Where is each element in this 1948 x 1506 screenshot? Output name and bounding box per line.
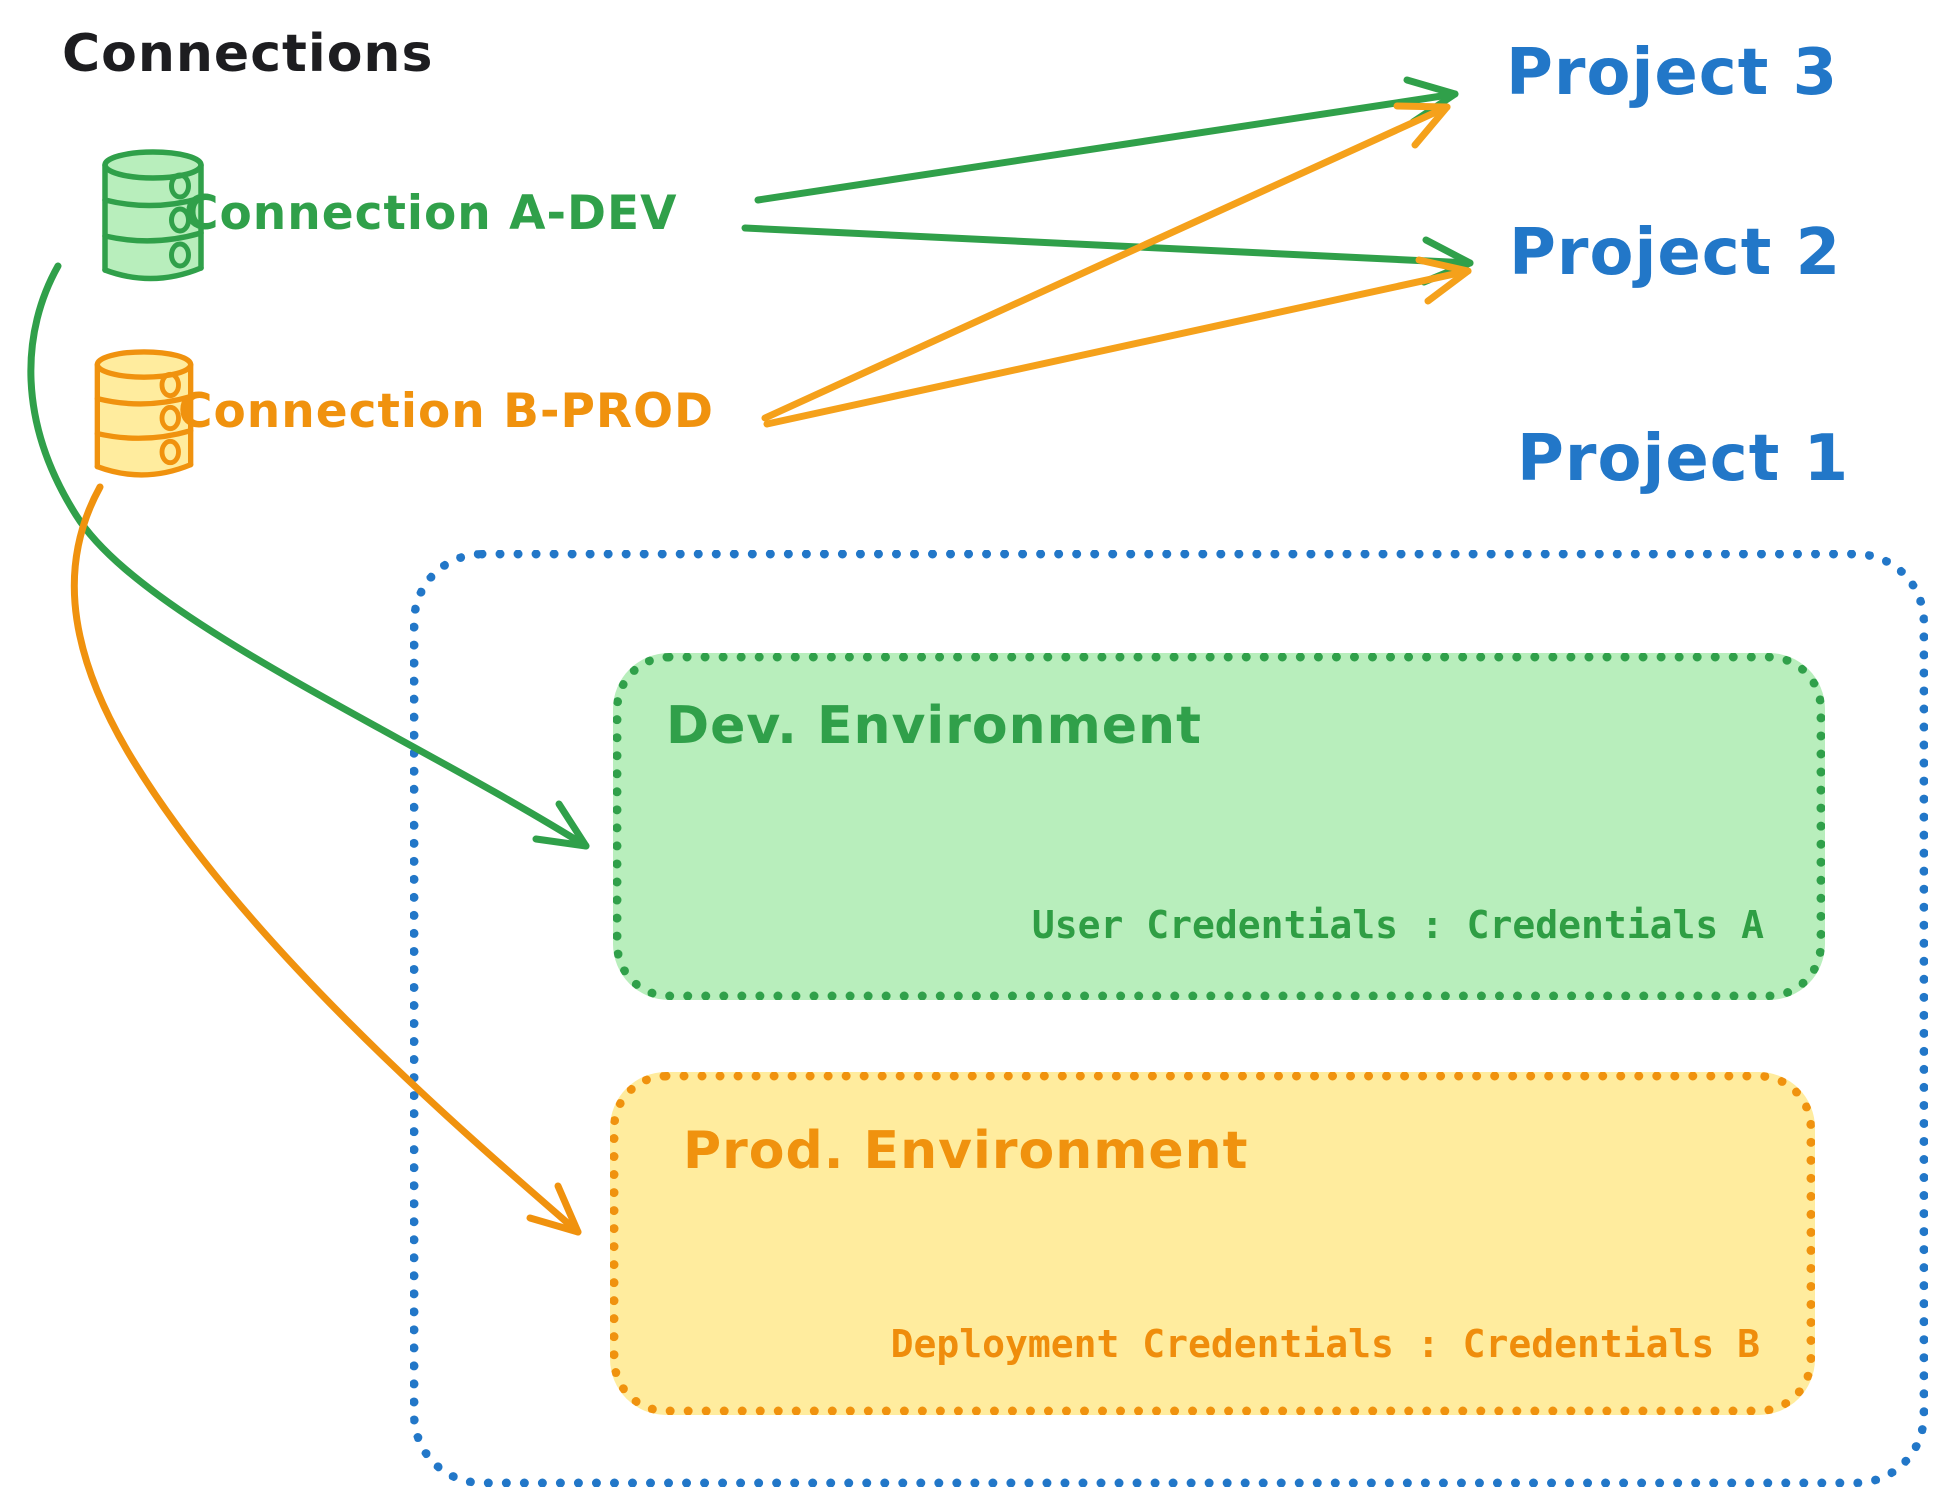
project-2-label: Project 2 (1509, 216, 1842, 290)
project-3-label: Project 3 (1506, 36, 1839, 110)
prod-credentials-text: Deployment Credentials : Credentials B (890, 1322, 1760, 1366)
database-icon (102, 149, 204, 282)
prod-environment-title: Prod. Environment (683, 1121, 1249, 1181)
arrow-b-prod-to-project-3 (761, 102, 1451, 422)
dev-credentials-text: User Credentials : Credentials A (1031, 903, 1764, 947)
arrow-a-dev-to-project-2 (741, 224, 1474, 286)
diagram-title: Connections (62, 24, 434, 84)
connection-b-prod-label: Connection B-PROD (178, 384, 715, 439)
arrow-b-prod-to-project-2 (763, 256, 1472, 428)
dev-environment-box: Dev. Environment User Credentials : Cred… (613, 653, 1825, 1000)
connection-a-dev-label: Connection A-DEV (184, 186, 678, 241)
prod-environment-box: Prod. Environment Deployment Credentials… (610, 1072, 1815, 1415)
dev-environment-title: Dev. Environment (666, 696, 1202, 756)
arrow-a-dev-to-project-3 (754, 76, 1459, 204)
project-1-label: Project 1 (1517, 422, 1850, 496)
